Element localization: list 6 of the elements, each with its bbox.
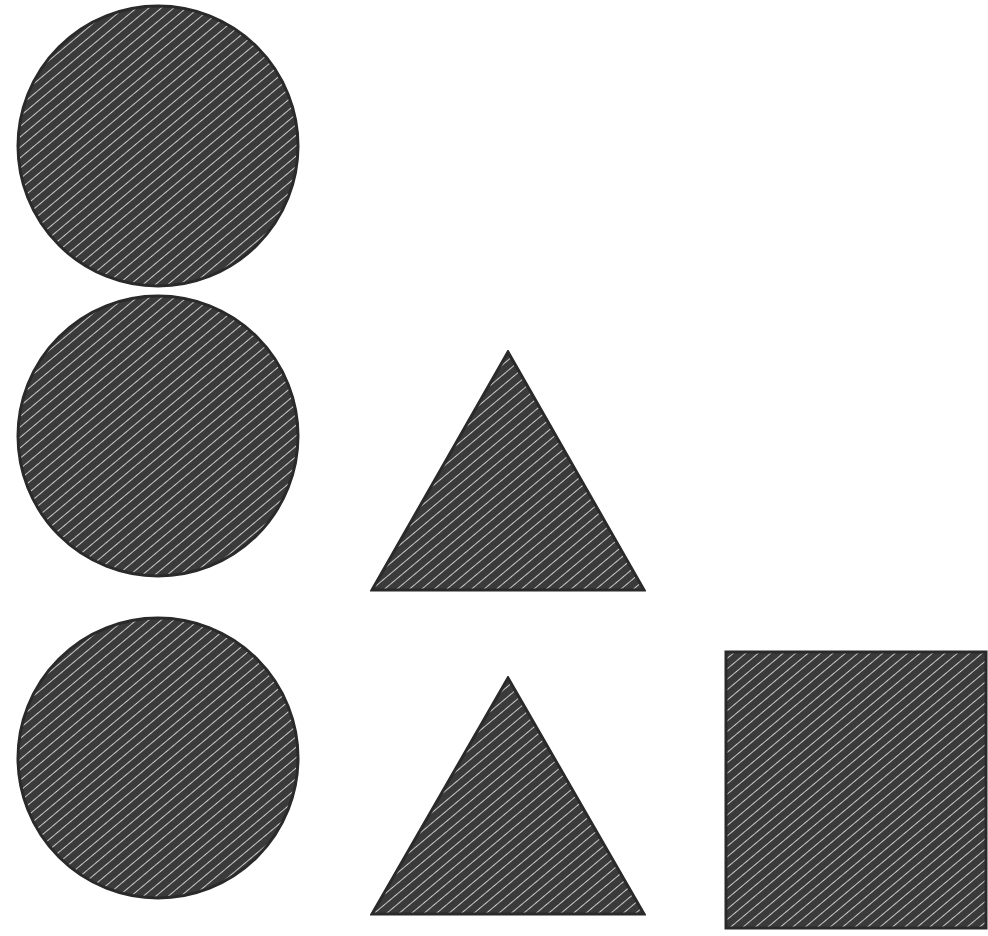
hatched-circle	[16, 4, 300, 288]
hatched-circle	[16, 294, 300, 578]
hatched-triangle	[370, 676, 646, 916]
hatched-square	[724, 650, 988, 930]
hatched-circle	[16, 616, 300, 900]
hatched-triangle	[370, 350, 646, 592]
